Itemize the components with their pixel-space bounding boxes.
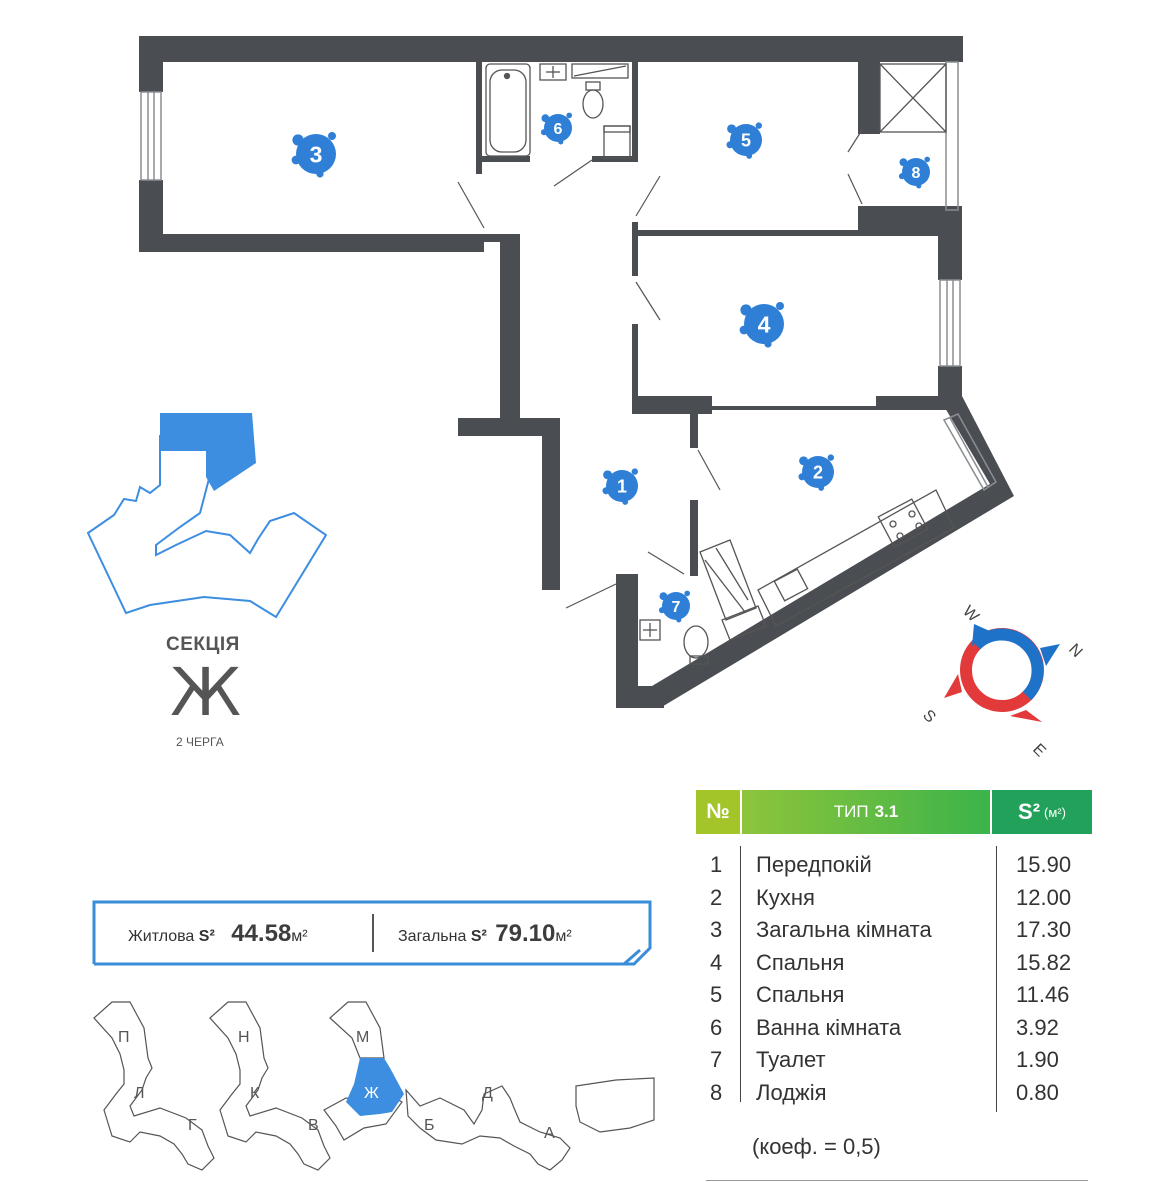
site-plan: П Н М Л К Ж Д Г В Б А: [93, 1001, 655, 1171]
room-name: Спальня: [756, 982, 845, 1007]
site-label-zh: Ж: [364, 1085, 379, 1102]
table-divider-right: [996, 846, 997, 1112]
site-label-d: Д: [482, 1085, 493, 1102]
table-header-area: S² (м²): [992, 790, 1092, 834]
room-area: 0.80: [1016, 1079, 1059, 1105]
table-note: (коеф. = 0,5): [752, 1134, 881, 1159]
room-area: 3.92: [1016, 1014, 1059, 1040]
section-highlight: [160, 413, 256, 491]
compass-north-arrow: [972, 624, 992, 646]
section-queue: 2 ЧЕРГА: [176, 735, 224, 749]
room-area: 17.30: [1016, 917, 1072, 942]
living-area-s: S²: [198, 928, 215, 945]
living-area-value: 44.58: [231, 920, 292, 947]
room-number: 8: [710, 1079, 723, 1105]
room-marker-label: 5: [741, 131, 751, 151]
room-name: Кухня: [756, 884, 815, 910]
section-letter: Ж: [170, 654, 242, 731]
total-area-label: Загальна: [398, 928, 467, 945]
room-number: 2: [710, 884, 723, 910]
site-label-l: Л: [134, 1085, 145, 1102]
room-marker-label: 1: [617, 477, 627, 497]
room-marker-7: 7: [658, 590, 690, 623]
area-separator: [372, 914, 374, 952]
table-header-area-label: S²: [1018, 799, 1041, 824]
table-header-number: №: [696, 790, 740, 834]
living-area-unit: м²: [291, 928, 308, 945]
site-label-n: Н: [238, 1029, 250, 1046]
room-number: 4: [710, 949, 723, 975]
floor-plan: 1 2 3 4 5 6 7 8 W N S E: [139, 36, 1085, 761]
windows: [140, 61, 997, 492]
site-label-a: А: [544, 1125, 555, 1142]
site-label-m: М: [356, 1029, 369, 1046]
room-name: Загальна кімната: [756, 917, 932, 942]
living-area: Житлова S² 44.58м²: [128, 920, 308, 948]
room-marker-1: 1: [602, 468, 638, 505]
section-title: СЕКЦІЯ: [166, 634, 240, 655]
room-marker-label: 7: [672, 599, 681, 616]
area-summary: Житлова S² 44.58м² Загальна S² 79.10м²: [92, 900, 652, 966]
room-area: 12.00: [1016, 884, 1072, 910]
table-divider-left: [740, 846, 741, 1102]
room-marker-label: 4: [758, 311, 771, 337]
compass-label-w: W: [959, 603, 982, 626]
room-marker-5: 5: [726, 122, 762, 159]
walls: [139, 36, 1014, 708]
room-number: 3: [710, 917, 723, 942]
total-area-value: 79.10: [495, 920, 556, 947]
table-bottom-line: [706, 1180, 1088, 1181]
area-summary-frame: [92, 900, 652, 966]
room-name: Передпокій: [756, 852, 872, 877]
living-area-label: Житлова: [128, 928, 195, 945]
site-label-v: В: [308, 1117, 319, 1134]
room-number: 6: [710, 1014, 723, 1040]
room-area: 15.90: [1016, 852, 1072, 877]
site-label-k: К: [250, 1085, 260, 1102]
room-marker-label: 2: [813, 463, 823, 483]
room-area: 15.82: [1016, 949, 1072, 975]
table-header-type-number: 3.1: [874, 802, 899, 821]
site-label-b: Б: [424, 1117, 435, 1134]
room-number: 7: [710, 1047, 723, 1072]
room-area: 1.90: [1016, 1047, 1059, 1072]
compass: W N S E: [919, 603, 1085, 761]
table-header-type: ТИП 3.1: [742, 790, 990, 834]
site-label-p: П: [118, 1029, 130, 1046]
site-section-active: [346, 1058, 404, 1116]
compass-label-s: S: [919, 707, 939, 727]
table-header-area-unit: (м²): [1044, 804, 1066, 820]
site-label-g: Г: [188, 1117, 197, 1134]
room-name: Туалет: [756, 1047, 826, 1072]
fixtures: [485, 63, 955, 665]
total-area: Загальна S² 79.10м²: [398, 920, 572, 948]
room-marker-label: 8: [912, 165, 921, 182]
room-area: 11.46: [1016, 982, 1070, 1007]
room-marker-8: 8: [898, 156, 930, 189]
room-marker-2: 2: [798, 454, 834, 491]
room-markers: 1 2 3 4 5 6 7 8: [291, 112, 930, 623]
room-name: Спальня: [756, 949, 845, 975]
room-number: 5: [710, 982, 723, 1007]
room-name: Лоджія: [756, 1079, 827, 1105]
room-marker-label: 6: [554, 121, 563, 138]
room-name: Ванна кімната: [756, 1014, 902, 1040]
room-marker-label: 3: [310, 141, 323, 167]
doors: [457, 129, 863, 609]
compass-label-n: N: [1065, 641, 1085, 661]
room-marker-4: 4: [739, 302, 784, 348]
total-area-unit: м²: [555, 928, 572, 945]
room-number: 1: [710, 852, 723, 877]
table-header-type-label: ТИП: [833, 802, 869, 821]
room-marker-3: 3: [291, 132, 336, 178]
section-key-plan: [86, 413, 328, 619]
compass-label-e: E: [1029, 741, 1049, 761]
total-area-s: S²: [470, 928, 487, 945]
room-table: № ТИП 3.1 S² (м²) 1 Передпокій 15.90 2 Кухня…: [696, 790, 1092, 1181]
room-marker-6: 6: [540, 112, 572, 145]
